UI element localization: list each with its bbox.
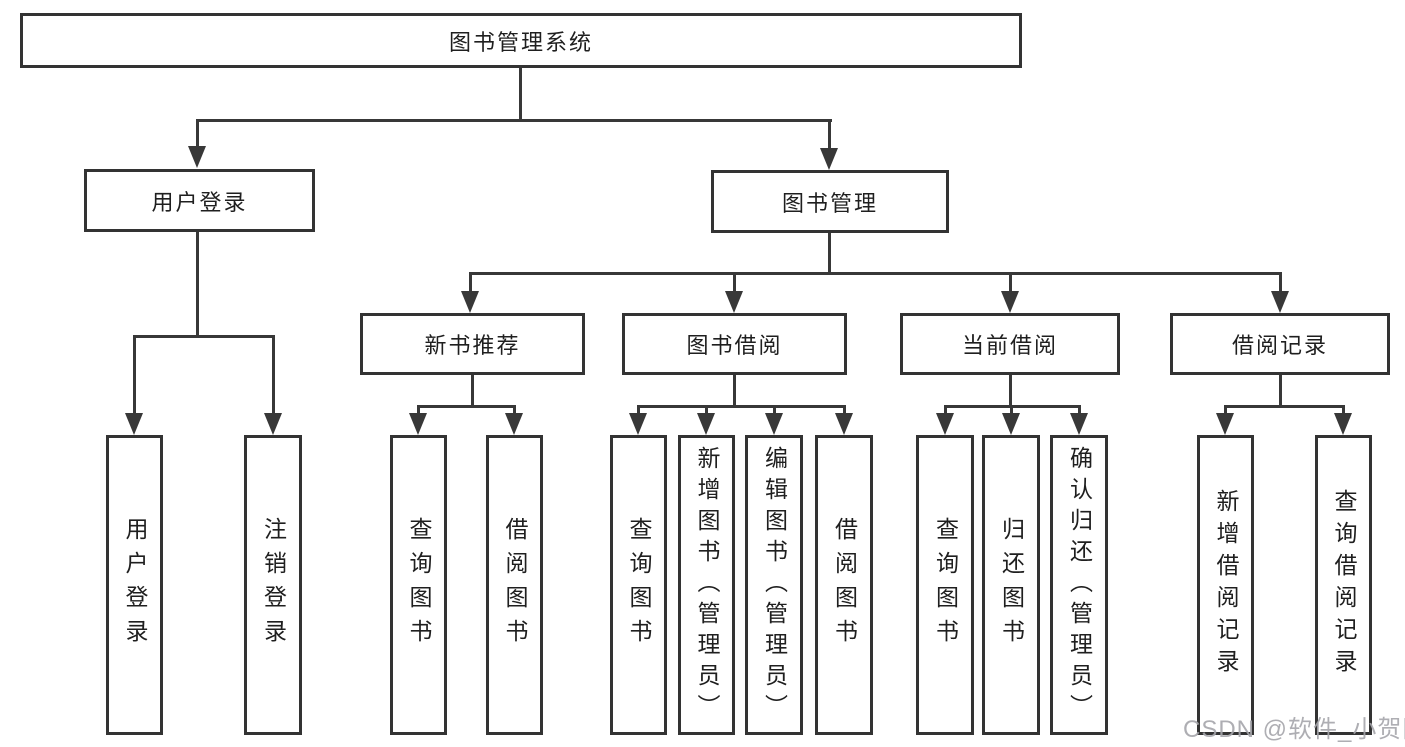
node-root-label: 图书管理系统 [448,29,593,55]
arrow-down-book-borrow [725,291,743,313]
connector-bookmgmt-rail [469,272,1282,275]
leaf-query-book-bb-label: 查询图书 [626,517,652,653]
connector-drop-add-record [1224,405,1227,417]
leaf-edit-book-admin: 编辑图书（管理员） [745,435,803,735]
leaf-add-borrow-record: 新增借阅记录 [1197,435,1254,735]
connector-drop-leaf-user-login [133,335,136,417]
connector-root-rail [196,119,832,122]
leaf-logout-label: 注销登录 [260,517,287,653]
node-borrow-record-label: 借阅记录 [1231,333,1328,358]
leaf-add-borrow-record-label: 新增借阅记录 [1213,489,1239,681]
leaf-borrow-book-rec: 借阅图书 [486,435,543,735]
node-borrow-record: 借阅记录 [1170,313,1390,375]
node-book-mgmt-label: 图书管理 [781,190,878,216]
arrow-down-query-record [1334,413,1352,435]
csdn-watermark: CSDN @软件_小贺同学 [1183,716,1405,743]
leaf-query-borrow-record-label: 查询借阅记录 [1331,489,1357,681]
node-book-borrow-label: 图书借阅 [686,333,783,358]
node-root: 图书管理系统 [20,13,1022,68]
leaf-edit-book-admin-label: 编辑图书（管理员） [761,445,788,725]
connector-drop-query-record [1342,405,1345,417]
leaf-add-book-admin: 新增图书（管理员） [678,435,735,735]
connector-bookborrow-rail [637,405,846,408]
connector-bookborrow-stem [733,375,736,407]
arrow-down-query-book-bb [629,413,647,435]
connector-drop-book-borrow [733,272,736,295]
node-current-borrow: 当前借阅 [900,313,1120,375]
leaf-query-book-cb: 查询图书 [916,435,974,735]
connector-drop-borrow-book-bb [843,405,846,417]
arrow-down-query-book-cb [936,413,954,435]
node-new-book-rec-label: 新书推荐 [424,333,521,358]
connector-drop-user-login [196,119,199,152]
connector-bookmgmt-stem [828,233,831,274]
arrow-down-book-mgmt [820,148,838,170]
leaf-query-book-cb-label: 查询图书 [932,517,959,653]
arrow-down-edit-book [765,413,783,435]
connector-userlogin-rail [133,335,275,338]
connector-borrowrecord-rail [1224,405,1345,408]
node-user-login-label: 用户登录 [151,189,248,215]
arrow-down-confirm-return [1070,413,1088,435]
arrow-down-borrow-record [1271,291,1289,313]
arrow-down-return-book [1002,413,1020,435]
node-book-borrow: 图书借阅 [622,313,847,375]
connector-drop-query-book-bb [637,405,640,417]
leaf-return-book-label: 归还图书 [998,517,1025,653]
arrow-down-borrow-book-rec [505,413,523,435]
arrow-down-borrow-book-bb [835,413,853,435]
leaf-query-book-rec: 查询图书 [390,435,447,735]
connector-newbookrec-stem [471,375,474,407]
connector-root-stem [519,68,522,121]
arrow-down-new-book-rec [461,291,479,313]
arrow-down-add-record [1216,413,1234,435]
connector-newbookrec-rail [417,405,516,408]
node-new-book-rec: 新书推荐 [360,313,585,375]
connector-userlogin-stem [196,232,199,337]
leaf-query-book-bb: 查询图书 [610,435,667,735]
connector-drop-borrow-book-rec [513,405,516,417]
node-current-borrow-label: 当前借阅 [961,333,1058,358]
connector-drop-query-book-cb [944,405,947,417]
connector-drop-current-borrow [1009,272,1012,295]
connector-currentborrow-stem [1009,375,1012,407]
leaf-logout: 注销登录 [244,435,302,735]
connector-drop-borrow-record [1279,272,1282,295]
connector-drop-confirm-return [1078,405,1081,417]
connector-drop-edit-book [773,405,776,417]
arrow-down-leaf-user-login [125,413,143,435]
leaf-user-login-label: 用户登录 [122,517,148,653]
arrow-down-current-borrow [1001,291,1019,313]
leaf-return-book: 归还图书 [982,435,1040,735]
node-user-login: 用户登录 [84,169,315,232]
arrow-down-leaf-logout [264,413,282,435]
connector-drop-query-book-rec [417,405,420,417]
arrow-down-user-login [188,146,206,168]
connector-drop-add-book [705,405,708,417]
leaf-confirm-return-admin-label: 确认归还（管理员） [1066,445,1093,725]
node-book-mgmt: 图书管理 [711,170,949,233]
leaf-borrow-book-bb: 借阅图书 [815,435,873,735]
connector-drop-return-book [1010,405,1013,417]
connector-borrowrecord-stem [1279,375,1282,407]
arrow-down-add-book [697,413,715,435]
leaf-query-book-rec-label: 查询图书 [406,517,432,653]
leaf-borrow-book-rec-label: 借阅图书 [502,517,528,653]
leaf-query-borrow-record: 查询借阅记录 [1315,435,1372,735]
leaf-user-login: 用户登录 [106,435,163,735]
connector-drop-leaf-logout [272,335,275,417]
leaf-confirm-return-admin: 确认归还（管理员） [1050,435,1108,735]
connector-drop-book-mgmt [828,119,831,152]
connector-drop-new-book-rec [469,272,472,295]
arrow-down-query-book-rec [409,413,427,435]
leaf-add-book-admin-label: 新增图书（管理员） [694,445,720,725]
leaf-borrow-book-bb-label: 借阅图书 [831,517,858,653]
